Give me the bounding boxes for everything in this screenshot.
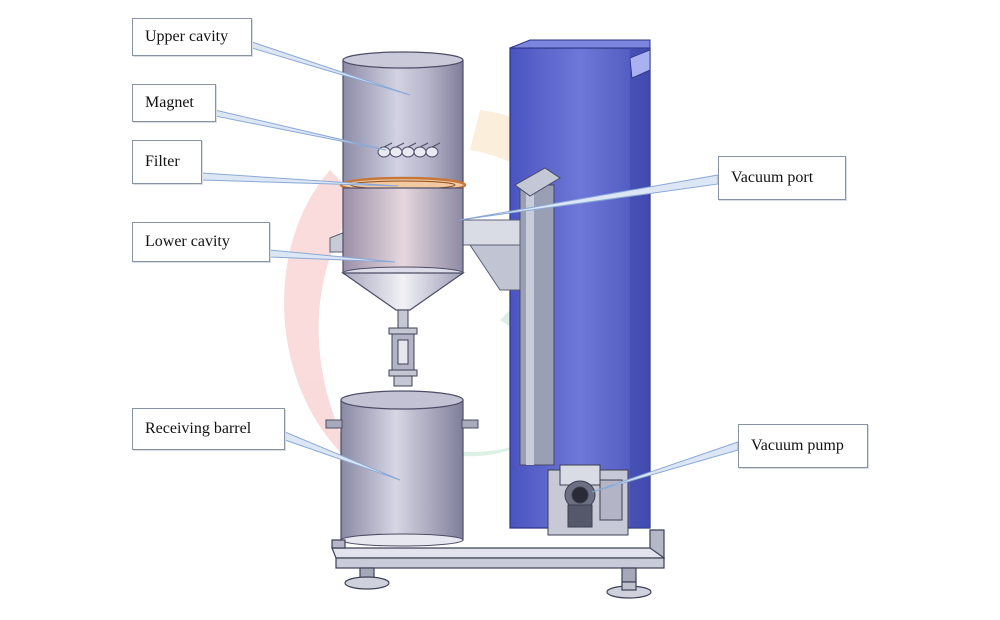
label-filter: Filter [132,140,202,184]
lower-cavity [341,187,465,311]
leader-upper-cavity [251,41,411,96]
leader-filter [201,172,399,187]
outlet-valve [388,309,418,387]
bracket-arm [329,219,521,291]
support-frame [509,39,651,529]
label-magnet: Magnet [132,84,216,122]
receiving-barrel [325,390,479,547]
vacuum-pump-body [547,464,629,536]
leader-lower-cavity [269,249,396,263]
label-lower-cavity: Lower cavity [132,222,270,262]
label-upper-cavity: Upper cavity [132,18,252,56]
label-vacuum-pump: Vacuum pump [738,424,868,468]
label-receiving-barrel: Receiving barrel [132,408,285,450]
upper-cavity [342,51,464,186]
base-frame [331,529,665,599]
leader-receiving-barrel [284,431,401,481]
label-vacuum-port: Vacuum port [718,156,846,200]
magnet-rods [377,142,441,158]
leader-lines [201,41,739,493]
